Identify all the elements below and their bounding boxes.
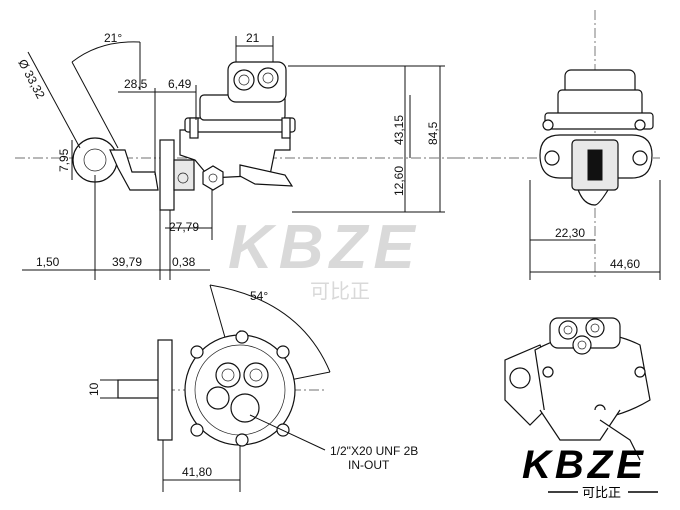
dim-39-79: 39,79 (112, 255, 142, 269)
logo-subtitle: 可比正 (582, 486, 621, 501)
shaft (117, 379, 164, 399)
dim-12-60: 12,60 (392, 166, 406, 196)
dim-22-30: 22,30 (555, 226, 585, 240)
plan-flange (157, 339, 173, 441)
dim-0-38: 0,38 (172, 255, 196, 269)
lever-arm (109, 149, 159, 191)
logo-brand: KBZE (522, 443, 647, 487)
dim-28-5: 28,5 (124, 77, 148, 91)
hex-nut (202, 165, 224, 191)
dim-21: 21 (246, 31, 260, 45)
isometric-view (504, 317, 651, 461)
plan-view: 54° 10 1/2"X20 UNF 2B IN-OUT 41,80 (87, 284, 418, 492)
watermark: KBZE 可比正 (228, 213, 421, 303)
dim-6-49: 6,49 (168, 77, 192, 91)
watermark-brand: KBZE (228, 213, 421, 282)
dim-angle-21: 21° (104, 31, 122, 45)
dim-27-79: 27,79 (169, 220, 199, 234)
dim-84-5: 84,5 (426, 121, 440, 145)
dim-41-80: 41,80 (182, 465, 212, 479)
dim-7-95: 7,95 (57, 148, 71, 172)
dim-1-50: 1,50 (36, 255, 60, 269)
dim-44-60: 44,60 (610, 257, 640, 271)
mount-flange (159, 139, 175, 211)
brand-logo: KBZE 可比正 (522, 443, 658, 501)
dim-10: 10 (87, 382, 101, 396)
thread-note-line1: 1/2"X20 UNF 2B (330, 444, 418, 458)
thread-note-line2: IN-OUT (348, 458, 390, 472)
watermark-subtitle: 可比正 (310, 279, 370, 303)
dim-angle-54: 54° (250, 289, 268, 303)
front-view: 22,30 44,60 (455, 10, 661, 280)
dim-43-15: 43,15 (392, 115, 406, 145)
side-view (15, 61, 455, 211)
